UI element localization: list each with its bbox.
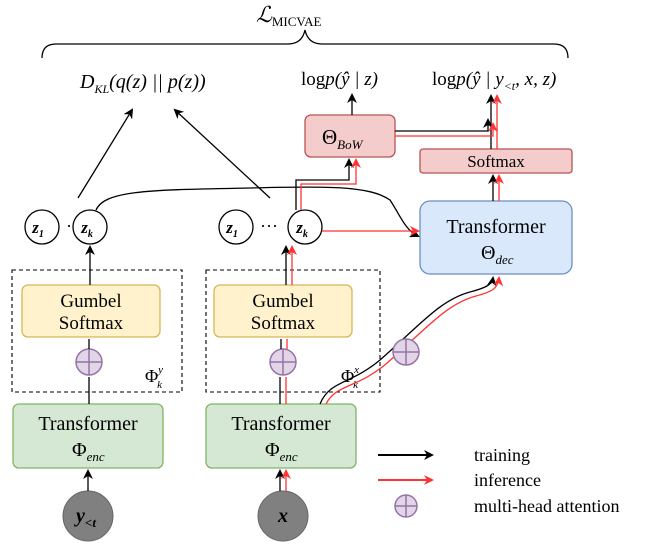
softmax-label: Softmax xyxy=(467,152,525,171)
phi-y-container xyxy=(11,269,183,393)
attention-icon-cross xyxy=(392,338,420,366)
encoder-left-symbol: Φenc xyxy=(72,439,105,464)
z-node-right-1-label: z1 xyxy=(225,218,238,240)
arrow-right-z-to-kl xyxy=(173,108,271,199)
decoder-symbol: Θdec xyxy=(481,242,514,267)
z-node-left-k-label: zk xyxy=(80,218,93,240)
z-node-right-k-label: zk xyxy=(295,218,308,240)
gumbel-right-line1: Gumbel xyxy=(252,291,313,312)
arrow-right-zk-to-bow-inference xyxy=(300,158,361,210)
z-node-right-k xyxy=(287,209,323,245)
arrow-bow-to-output-training xyxy=(395,118,493,132)
z-ellipsis-right: ··· xyxy=(260,216,278,236)
gumbel-box-left xyxy=(21,284,161,338)
decoder-box xyxy=(419,200,573,275)
objective-brace xyxy=(41,29,569,59)
z-node-left-1 xyxy=(24,209,60,245)
z-node-left-1-label: z1 xyxy=(31,218,44,240)
gumbel-box-right xyxy=(213,284,353,338)
input-x-label: x xyxy=(277,505,288,527)
bow-likelihood-term: logp(ŷ | z) xyxy=(301,69,378,90)
encoder-box-right xyxy=(205,403,357,469)
decoder-likelihood-term: logp(ŷ | y<t, x, z) xyxy=(432,69,556,93)
kl-divergence-term: DKL(q(z) || p(z)) xyxy=(79,71,206,96)
arrow-encoder-to-decoder-training xyxy=(319,276,497,405)
gumbel-left-line1: Gumbel xyxy=(60,291,121,312)
legend-inference-label: inference xyxy=(474,470,541,490)
input-y-label: y<t xyxy=(74,505,96,530)
legend-attention-label: multi-head attention xyxy=(474,496,619,516)
decoder-title: Transformer xyxy=(446,216,546,238)
phi-x-container xyxy=(205,269,381,393)
bow-label: ΘBoW xyxy=(322,125,364,152)
z-node-left-k xyxy=(72,209,108,245)
gumbel-left-line2: Softmax xyxy=(59,313,124,334)
attention-icon-right xyxy=(269,348,297,376)
z-node-right-1 xyxy=(218,209,254,245)
input-x-node xyxy=(257,490,309,542)
arrow-right-zk-to-bow-training xyxy=(295,158,354,210)
arrow-bow-to-output-inference xyxy=(395,122,498,137)
encoder-right-title: Transformer xyxy=(231,413,331,435)
softmax-box xyxy=(419,148,573,174)
arrow-encoder-to-decoder-inference xyxy=(325,276,504,405)
legend-training-label: training xyxy=(474,445,530,465)
encoder-box-left xyxy=(12,403,164,469)
legend-attention-icon xyxy=(394,494,418,518)
encoder-left-title: Transformer xyxy=(38,413,138,435)
attention-icon-left xyxy=(75,348,103,376)
arrow-left-z-to-kl xyxy=(77,108,134,199)
arrow-left-zk-to-decoder xyxy=(95,186,420,238)
objective-label: ℒMICVAE xyxy=(256,2,322,29)
gumbel-right-line2: Softmax xyxy=(251,313,316,334)
encoder-right-symbol: Φenc xyxy=(265,439,298,464)
